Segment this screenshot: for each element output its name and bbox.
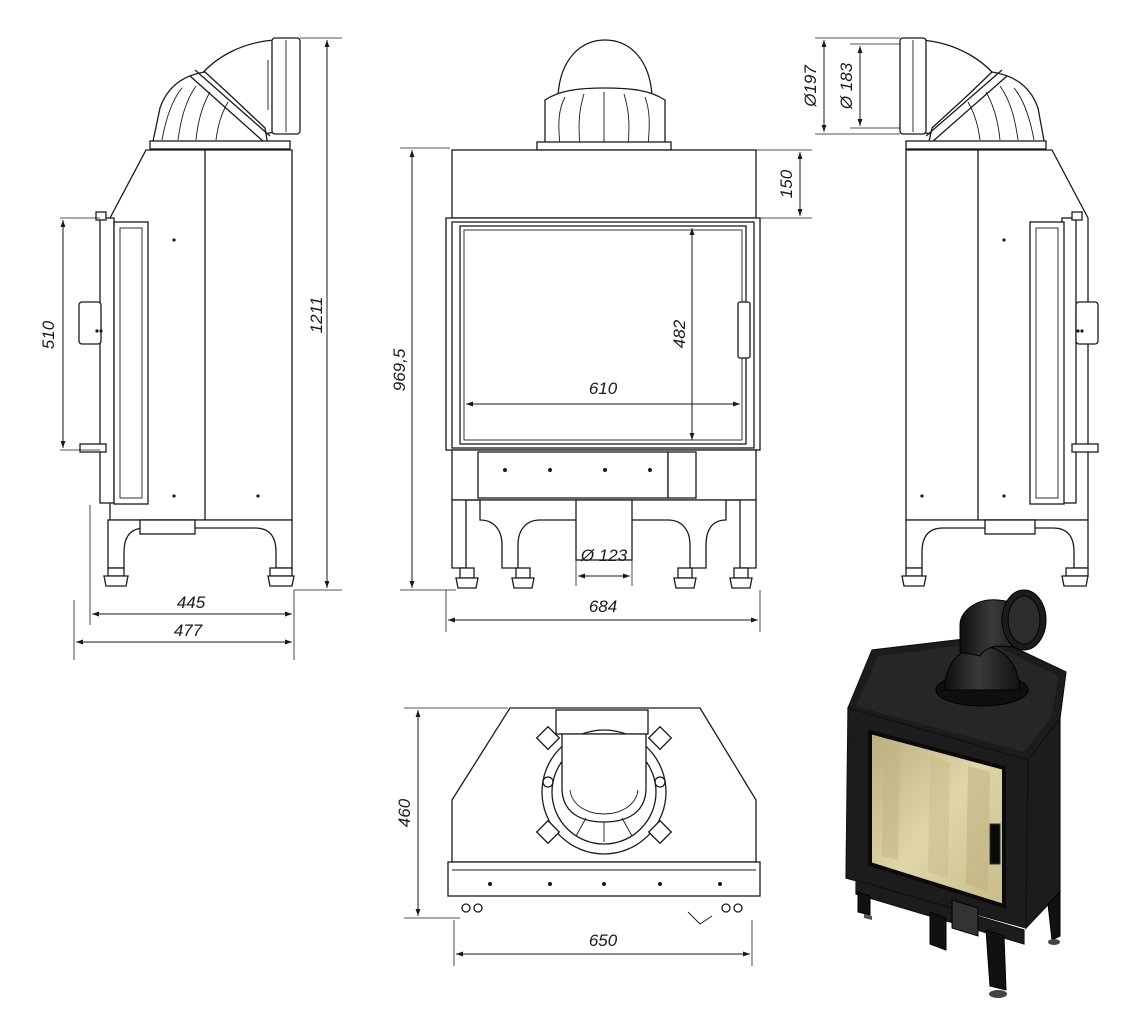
dim-side-width-inner-label: 445: [177, 593, 206, 612]
side-view-right: Ø197 Ø 183: [801, 37, 1099, 587]
dim-top-depth-label: 460: [395, 798, 414, 827]
dim-front-width-label: 684: [589, 597, 617, 616]
dim-front-glass-height-label: 482: [670, 319, 689, 348]
dim-front-height-label: 969,5: [390, 348, 409, 391]
top-view: 460 650: [395, 707, 761, 966]
dim-front-top-band-label: 150: [777, 169, 796, 198]
fireplace-3d-render: [845, 589, 1067, 998]
dim-top-width-label: 650: [589, 931, 618, 950]
dim-front-air-inlet-label: Ø 123: [580, 546, 628, 565]
side-view-left: 510 1211 445 477: [39, 37, 342, 660]
dim-flue-outer-label: Ø197: [801, 65, 820, 108]
front-view: 969,5 150 610 482 Ø 123 684: [390, 39, 812, 632]
dim-flue-inner-label: Ø 183: [837, 62, 856, 110]
dim-front-glass-width-label: 610: [589, 379, 618, 398]
dim-side-height-label: 1211: [307, 297, 326, 334]
dim-side-width-outer-label: 477: [174, 621, 203, 640]
dim-side-door-label: 510: [39, 320, 58, 349]
